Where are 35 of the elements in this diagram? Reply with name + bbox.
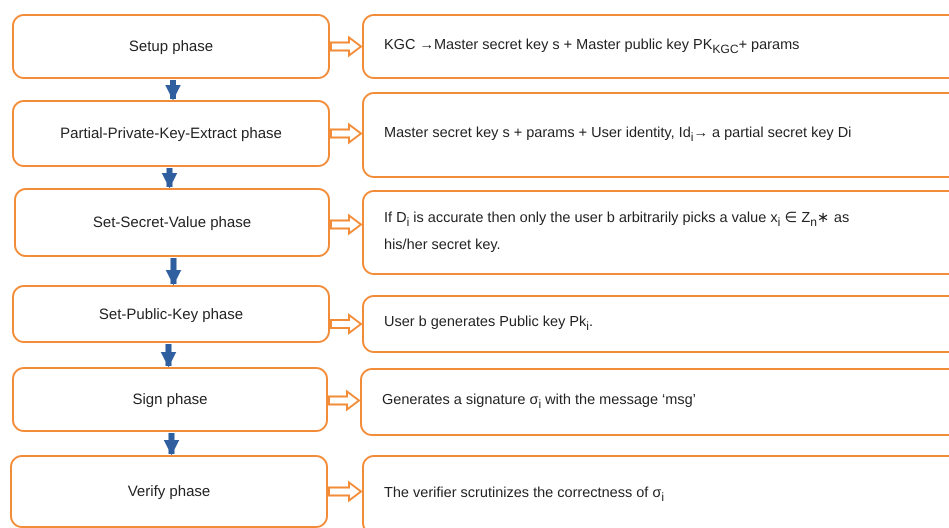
phase-box <box>12 100 330 167</box>
phase-box <box>14 188 330 257</box>
phase-label: Setup phase <box>128 38 214 55</box>
description-text: KGC →Master secret key s + Master public key PK$_{KGC}$+ params <box>384 36 800 58</box>
down-arrow <box>160 344 176 368</box>
hollow-arrow <box>330 122 363 144</box>
phase-label: Set-Secret-Value phase <box>92 214 252 231</box>
description-box <box>362 190 949 275</box>
down-arrow <box>162 168 178 189</box>
description-text: If D$_{i}$ is accurate then only the user b arbitrarily picks a value x$_{i}$ ∈ Z$_{n}$∗ as his/her secret key. <box>384 209 850 256</box>
description-text: User b generates Public key Pk$_{i}$. <box>384 313 594 336</box>
hollow-arrow <box>330 36 363 58</box>
phase-label: Set-Public-Key phase <box>98 306 244 322</box>
description-text: Generates a signature σ$_{i}$ with the message ‘msg’ <box>382 391 696 414</box>
hollow-arrow <box>330 214 363 236</box>
phase-label: Sign phase <box>132 391 208 408</box>
phase-box <box>12 285 330 343</box>
phase-label: Partial-Private-Key-Extract phase <box>60 125 282 142</box>
down-arrow <box>166 258 182 286</box>
down-arrow <box>164 433 180 456</box>
hollow-arrow <box>330 313 363 335</box>
phase-box <box>10 455 328 528</box>
phase-label: Verify phase <box>128 483 210 500</box>
description-box <box>362 455 949 528</box>
phase-box <box>12 14 330 79</box>
description-text: Master secret key s + params + User identity, Id$_{i}$→ a partial secret key Di <box>384 124 852 146</box>
description-box <box>362 92 949 178</box>
hollow-arrow <box>328 480 363 502</box>
description-box <box>360 368 949 436</box>
hollow-arrow <box>328 390 361 412</box>
description-box <box>362 14 949 79</box>
down-arrow <box>165 80 181 101</box>
phase-box <box>12 367 328 432</box>
description-box <box>362 295 949 353</box>
description-text: The verifier scrutinizes the correctness of σ$_{i}$ <box>384 484 664 506</box>
